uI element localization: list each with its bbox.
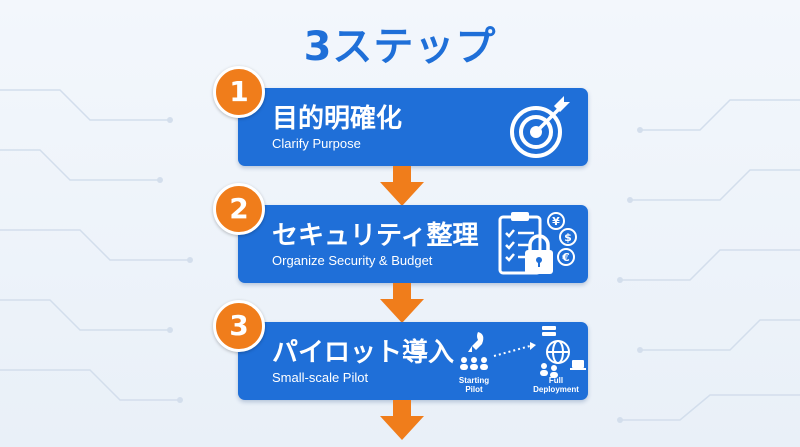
step-card-3: パイロット導入 Small-scale Pilot: [238, 322, 588, 400]
step-number-badge: 2: [213, 183, 265, 235]
step-number-badge: 3: [213, 300, 265, 352]
down-arrow-icon: [380, 400, 424, 440]
step-title: 目的明確化: [272, 104, 403, 134]
yen-symbol: ¥: [552, 215, 560, 228]
page-title: 3ステップ: [303, 24, 497, 70]
pilot-deployment-icon: Starting Pilot Full Deployment: [450, 324, 588, 400]
down-arrow-icon: [380, 283, 424, 323]
step-subtitle: Clarify Purpose: [272, 136, 361, 151]
step-title: パイロット導入: [272, 338, 455, 368]
down-arrow-icon: [380, 166, 424, 206]
rocket-icon: [468, 332, 484, 352]
checklist-lock-icon: ¥ $ €: [498, 209, 578, 279]
target-icon: [498, 92, 578, 162]
dollar-symbol: $: [564, 231, 572, 244]
globe-icon: [546, 340, 570, 364]
team-large-icon: [540, 363, 558, 378]
starting-pilot-label: Starting Pilot: [458, 376, 490, 394]
step-subtitle: Organize Security & Budget: [272, 253, 433, 268]
euro-symbol: €: [561, 251, 570, 264]
step-subtitle: Small-scale Pilot: [272, 370, 369, 385]
full-deployment-label: Full Deployment: [533, 376, 579, 394]
laptop-icon: [570, 360, 586, 370]
team-small-icon: [460, 357, 488, 370]
step-card-1: 目的明確化 Clarify Purpose: [238, 88, 588, 166]
step-number-badge: 1: [213, 66, 265, 118]
step-card-2: セキュリティ整理 Organize Security & Budget ¥ $ …: [238, 205, 588, 283]
step-title: セキュリティ整理: [272, 221, 479, 251]
server-icon: [542, 326, 556, 336]
